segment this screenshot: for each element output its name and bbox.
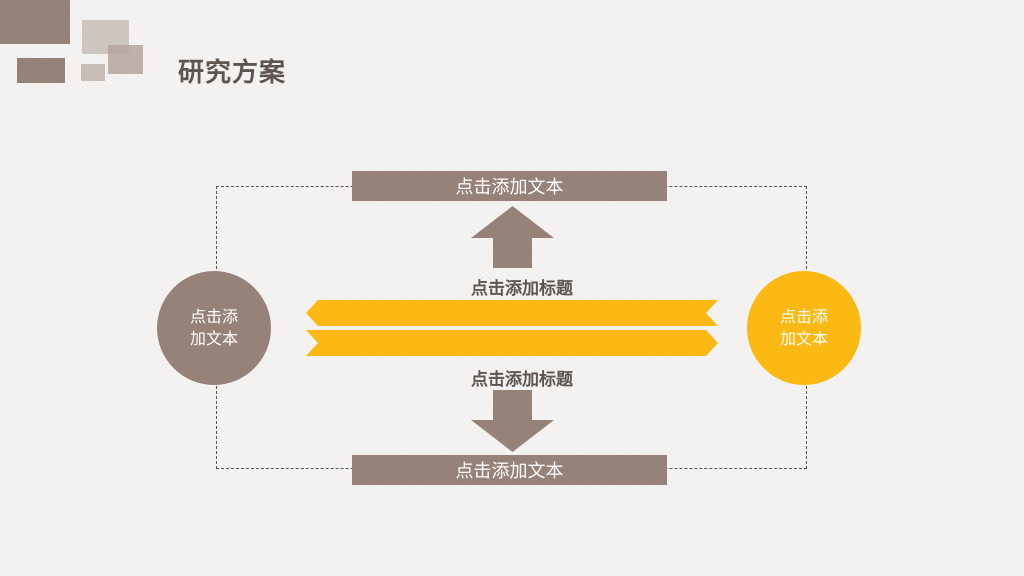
right-circle-line2: 加文本 bbox=[779, 329, 828, 348]
top-heading[interactable]: 点击添加标题 bbox=[471, 279, 573, 299]
top-text-box[interactable]: 点击添加文本 bbox=[352, 171, 667, 201]
left-ribbon-arrow bbox=[306, 300, 718, 326]
right-circle[interactable]: 点击添 加文本 bbox=[747, 271, 861, 385]
decor-square bbox=[0, 0, 70, 44]
left-circle-line2: 加文本 bbox=[189, 329, 238, 348]
right-circle-line1: 点击添 bbox=[779, 307, 828, 326]
decor-square bbox=[108, 45, 143, 74]
decor-square bbox=[17, 58, 65, 83]
right-ribbon-arrow bbox=[306, 330, 718, 356]
left-circle-line1: 点击添 bbox=[189, 307, 238, 326]
left-circle[interactable]: 点击添 加文本 bbox=[157, 271, 271, 385]
up-arrow-icon bbox=[471, 206, 554, 268]
bottom-heading[interactable]: 点击添加标题 bbox=[471, 370, 573, 390]
page-title: 研究方案 bbox=[178, 58, 287, 88]
bottom-text-box[interactable]: 点击添加文本 bbox=[352, 455, 667, 485]
decor-square bbox=[81, 64, 105, 81]
down-arrow-icon bbox=[471, 390, 554, 452]
